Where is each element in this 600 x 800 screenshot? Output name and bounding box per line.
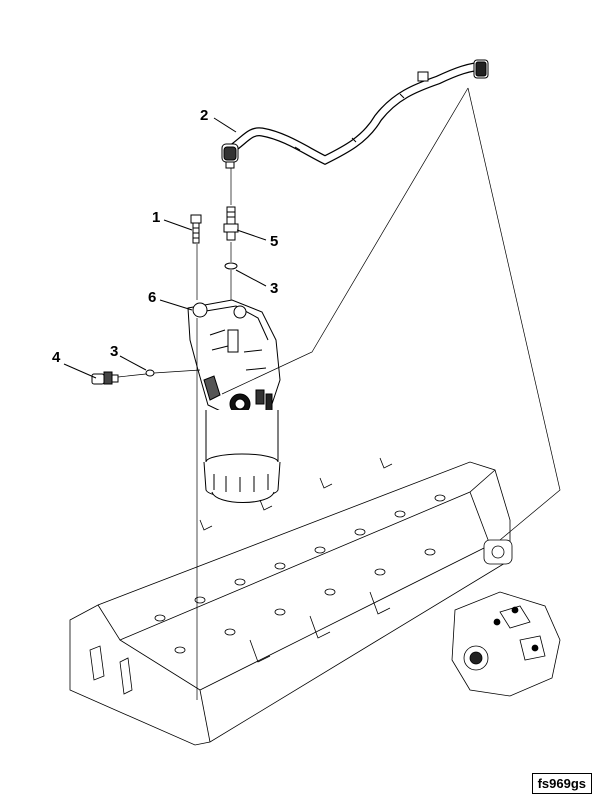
leader-line-2 bbox=[213, 117, 237, 133]
callout-4: 4 bbox=[52, 349, 61, 366]
engine-cylinder-head bbox=[69, 457, 513, 746]
leader-line-3b bbox=[119, 355, 147, 371]
fuel-line-hose bbox=[221, 59, 489, 169]
fuel-injection-pump bbox=[451, 591, 561, 697]
callout-3-upper: 3 bbox=[270, 280, 278, 297]
callout-1: 1 bbox=[152, 209, 160, 226]
bolt bbox=[190, 214, 202, 244]
fuel-filter-assembly bbox=[187, 299, 281, 503]
leader-line-3a bbox=[235, 269, 267, 287]
assembly-centerlines bbox=[117, 87, 561, 700]
leader-line-5 bbox=[236, 229, 267, 241]
callout-2: 2 bbox=[200, 107, 208, 124]
leader-line-4 bbox=[63, 363, 97, 379]
leader-line-1 bbox=[163, 219, 193, 231]
leader-line-6 bbox=[159, 299, 193, 311]
o-ring-left bbox=[145, 369, 155, 377]
figure-reference-code: fs969gs bbox=[531, 773, 592, 794]
elbow-fitting bbox=[91, 371, 119, 385]
o-ring-upper bbox=[224, 262, 238, 270]
callout-3-left: 3 bbox=[110, 343, 118, 360]
adapter-fitting bbox=[223, 206, 239, 241]
callout-5: 5 bbox=[270, 233, 278, 250]
callout-6: 6 bbox=[148, 289, 156, 306]
